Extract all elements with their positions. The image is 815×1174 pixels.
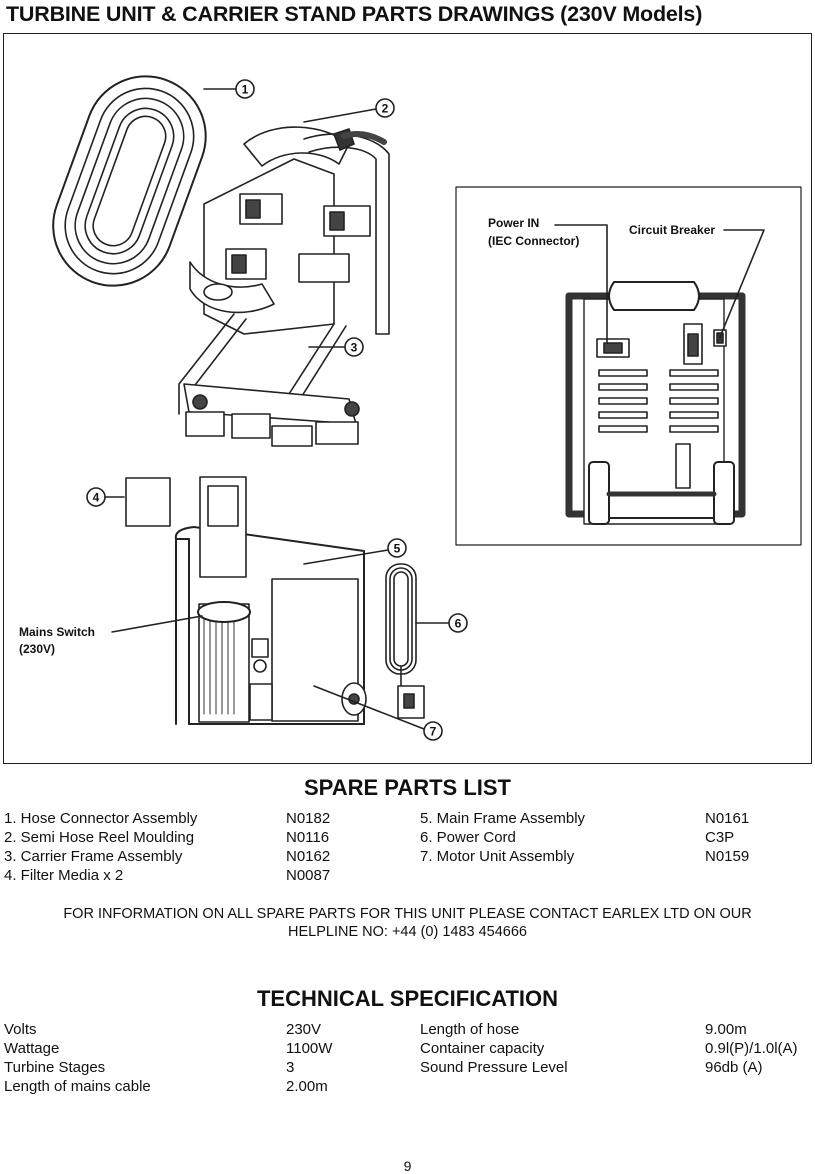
callout-5 (303, 538, 407, 565)
spec-name: Container capacity (420, 1040, 545, 1057)
hose-connector-drawing (52, 75, 207, 287)
filter-media-drawing (125, 477, 171, 527)
spec-value: 9.00m (705, 1021, 747, 1038)
spare-part-name: 1. Hose Connector Assembly (4, 810, 198, 827)
callout-number-6: 6 (455, 617, 462, 631)
spec-name: Sound Pressure Level (420, 1059, 568, 1076)
circuit-breaker-label: Circuit Breaker (629, 223, 716, 237)
spare-part-name: 6. Power Cord (420, 829, 516, 846)
callout-number-4: 4 (93, 491, 100, 505)
spec-value: 2.00m (286, 1078, 328, 1095)
spec-value: 230V (286, 1021, 322, 1038)
spec-value: 3 (286, 1059, 295, 1076)
rear-view-panel (455, 186, 802, 546)
spec-value: 0.9l(P)/1.0l(A) (705, 1040, 798, 1057)
spec-value: 96db (A) (705, 1059, 763, 1076)
helpline-notice-line-2: HELPLINE NO: +44 (0) 1483 454666 (288, 924, 527, 940)
parts-drawing-svg: 1 2 3 4 5 6 7 (52, 75, 802, 741)
rear-view-drawing (565, 281, 746, 525)
helpline-notice-line-1: FOR INFORMATION ON ALL SPARE PARTS FOR T… (63, 906, 752, 922)
spare-part-code: N0182 (286, 810, 331, 827)
page-title: TURBINE UNIT & CARRIER STAND PARTS DRAWI… (6, 2, 703, 26)
spare-part-name: 4. Filter Media x 2 (4, 867, 124, 884)
spec-name: Turbine Stages (4, 1059, 106, 1076)
callout-3 (308, 337, 364, 357)
page-number: 9 (403, 1158, 412, 1174)
power-cord-drawing (385, 563, 425, 719)
main-frame-drawing (174, 476, 367, 725)
spec-value: 1100W (286, 1040, 333, 1057)
parts-drawing: 1 2 3 4 5 6 7 Power IN (IEC Connector) C… (3, 33, 812, 764)
spare-part-code: N0159 (705, 848, 750, 865)
rear-view-leaders (554, 224, 765, 343)
callout-number-5: 5 (394, 542, 401, 556)
callout-number-1: 1 (242, 83, 249, 97)
callout-6 (415, 613, 468, 633)
spec-name: Length of hose (420, 1021, 520, 1038)
callout-4 (86, 487, 125, 507)
spare-part-code: C3P (705, 829, 735, 846)
spare-part-name: 3. Carrier Frame Assembly (4, 848, 183, 865)
spare-part-code: N0116 (286, 829, 330, 846)
carrier-frame-drawing (178, 126, 390, 447)
callout-number-3: 3 (351, 341, 358, 355)
callout-number-7: 7 (430, 725, 437, 739)
mains-switch-label: Mains Switch (19, 625, 96, 639)
spare-part-name: 7. Motor Unit Assembly (420, 848, 575, 865)
spec-name: Wattage (4, 1040, 60, 1057)
spare-part-name: 2. Semi Hose Reel Moulding (4, 829, 195, 846)
callout-2 (303, 98, 395, 123)
spare-parts-heading: SPARE PARTS LIST (304, 775, 511, 800)
spare-part-code: N0161 (705, 810, 750, 827)
callout-number-2: 2 (382, 102, 389, 116)
spare-part-name: 5. Main Frame Assembly (420, 810, 586, 827)
spare-part-code: N0087 (286, 867, 331, 884)
mains-switch-voltage-label: (230V) (19, 642, 56, 656)
callout-1 (203, 79, 255, 99)
iec-connector-label: (IEC Connector) (488, 234, 580, 248)
callout-7 (313, 685, 443, 741)
power-in-label: Power IN (488, 216, 540, 230)
spec-name: Volts (4, 1021, 37, 1038)
tech-spec-heading: TECHNICAL SPECIFICATION (256, 986, 559, 1011)
mains-switch-leader (111, 615, 203, 633)
spare-part-code: N0162 (286, 848, 331, 865)
spec-name: Length of mains cable (4, 1078, 151, 1095)
helpline-notice: FOR INFORMATION ON ALL SPARE PARTS FOR T… (0, 905, 815, 941)
